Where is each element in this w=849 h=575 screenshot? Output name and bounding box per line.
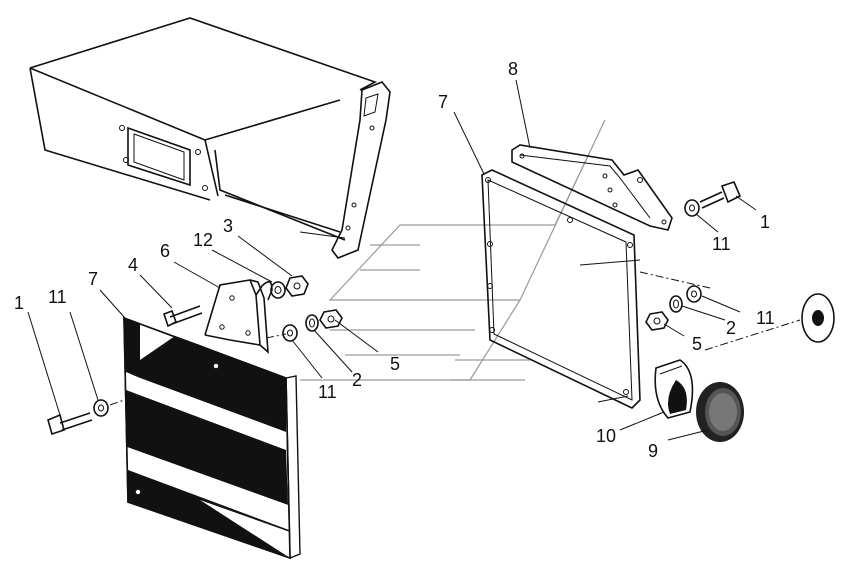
callout-1-left: 1: [14, 293, 24, 313]
callout-2-mid: 2: [352, 370, 362, 390]
support-bracket: [299, 81, 391, 259]
mounting-plate-right: [481, 169, 641, 409]
upper-bracket: [511, 144, 673, 231]
left-hardware: [47, 275, 343, 436]
callout-11-left: 11: [48, 287, 67, 307]
reflector-housing: [654, 359, 694, 419]
watermark-logo: [300, 119, 606, 381]
callout-5-right: 5: [692, 334, 702, 354]
disc-reflector: [801, 293, 835, 343]
callout-12: 12: [193, 230, 213, 250]
callout-labels: 1 11 7 4 6 12 3 5 2 11 8 7 1 11 11 2 5 1…: [14, 59, 775, 461]
callout-11-mid: 11: [318, 382, 337, 402]
callout-9: 9: [648, 441, 658, 461]
right-hardware: [639, 181, 801, 351]
callout-4: 4: [128, 255, 138, 275]
leader-lines: [27, 79, 757, 441]
callout-8: 8: [508, 59, 518, 79]
warning-plate-left: [123, 316, 301, 560]
callout-7-right: 7: [438, 92, 448, 112]
hook-bracket: [204, 279, 273, 354]
callout-11-right: 11: [756, 308, 775, 328]
callout-7-left: 7: [88, 269, 98, 289]
callout-2-right: 2: [726, 318, 736, 338]
vehicle-frame-rail: [29, 17, 377, 241]
callout-3: 3: [223, 216, 233, 236]
callout-1-right: 1: [760, 212, 770, 232]
callout-6: 6: [160, 241, 170, 261]
callout-5-mid: 5: [390, 354, 400, 374]
callout-10: 10: [596, 426, 616, 446]
callout-11-right-top: 11: [712, 234, 731, 254]
round-reflector: [696, 382, 744, 442]
